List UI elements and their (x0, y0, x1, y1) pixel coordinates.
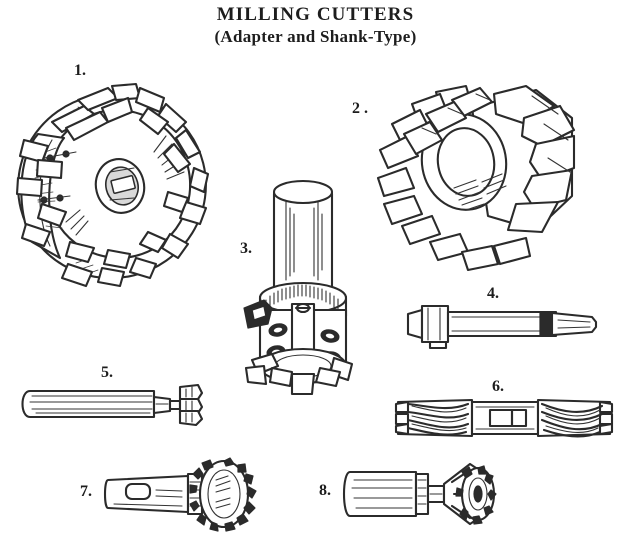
figure-8-artwork (340, 460, 500, 536)
figure-4-artwork (406, 300, 606, 350)
figure-label-3: 3. (240, 240, 252, 257)
shank-type-face-mill-drawing (243, 179, 354, 396)
figure-2-artwork (376, 84, 586, 274)
figure-title-block: MILLING CUTTERS (Adapter and Shank-Type) (0, 4, 631, 46)
dovetail-angle-cutter-drawing (342, 462, 497, 526)
t-slot-cutter-drawing (21, 383, 204, 427)
figure-label-6: 6. (492, 378, 504, 395)
figure-6-artwork (394, 390, 616, 446)
woodruff-keyseat-cutter-drawing (103, 457, 257, 532)
figure-label-8: 8. (319, 482, 331, 499)
figure-label-2: 2 . (352, 100, 368, 117)
figure-label-1: 1. (74, 62, 86, 79)
figure-label-7: 7. (80, 483, 92, 500)
page-title: MILLING CUTTERS (216, 4, 415, 25)
figure-5-artwork (18, 381, 204, 429)
shell-end-mill-helical-cutter-drawing (376, 84, 576, 272)
figure-1-artwork (8, 82, 228, 297)
figure-3-artwork (238, 168, 378, 400)
double-end-end-mill-drawing (394, 398, 614, 438)
figure-label-5: 5. (101, 364, 113, 381)
long-shank-end-mill-drawing (406, 304, 598, 350)
figure-7-artwork (103, 457, 264, 536)
figure-label-4: 4. (487, 285, 499, 302)
inserted-tooth-face-milling-cutter-drawing (15, 82, 210, 288)
page-subtitle: (Adapter and Shank-Type) (214, 26, 417, 46)
